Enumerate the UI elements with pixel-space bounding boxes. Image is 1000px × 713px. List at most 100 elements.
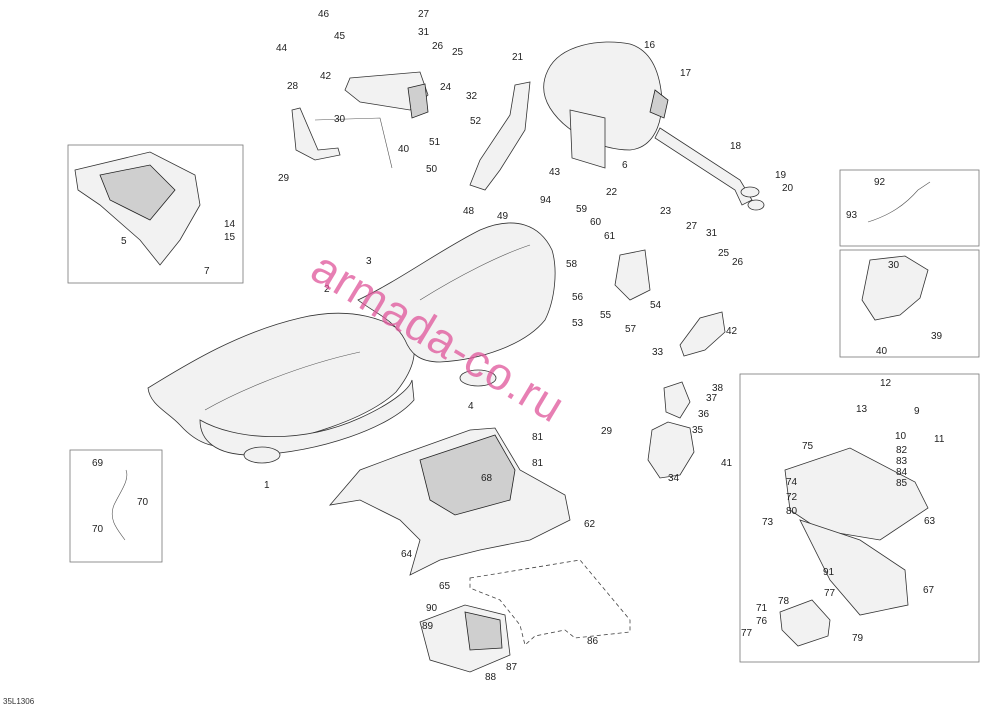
callout-51: 51 (429, 137, 441, 148)
callout-70b: 70 (92, 524, 104, 535)
inset-box-backrest-bracket (839, 249, 980, 358)
seat-latch (647, 311, 726, 479)
callout-88: 88 (485, 672, 497, 683)
callout-93: 93 (846, 210, 858, 221)
callout-25b: 25 (718, 248, 730, 259)
callout-15: 15 (224, 232, 236, 243)
callout-27: 27 (418, 9, 430, 20)
callout-84: 84 (896, 467, 908, 478)
callout-79: 79 (852, 633, 864, 644)
callout-19: 19 (775, 170, 787, 181)
callout-86: 86 (587, 636, 599, 647)
callout-13: 13 (856, 404, 868, 415)
callout-29: 29 (278, 173, 290, 184)
latch-plate (614, 249, 651, 301)
callout-94: 94 (540, 195, 552, 206)
callout-39: 39 (931, 331, 943, 342)
callout-89: 89 (422, 621, 434, 632)
diagram-code: 35L1306 (3, 697, 35, 706)
callout-45: 45 (334, 31, 346, 42)
storage-tray (419, 604, 511, 673)
callout-77: 77 (824, 588, 836, 599)
callout-40: 40 (398, 144, 410, 155)
callout-9: 9 (914, 406, 920, 417)
callout-49: 49 (497, 211, 509, 222)
callout-64: 64 (401, 549, 413, 560)
callout-28: 28 (287, 81, 299, 92)
spacer (747, 199, 765, 211)
washer (740, 186, 760, 198)
callout-75: 75 (802, 441, 814, 452)
backrest-frame (861, 255, 929, 321)
callout-90: 90 (426, 603, 438, 614)
callout-33: 33 (652, 347, 664, 358)
callout-58: 58 (566, 259, 578, 270)
callout-69: 69 (92, 458, 104, 469)
callout-41: 41 (721, 458, 733, 469)
callout-26: 26 (432, 41, 444, 52)
callout-25: 25 (452, 47, 464, 58)
callout-61: 61 (604, 231, 616, 242)
callout-43: 43 (549, 167, 561, 178)
callout-73: 73 (762, 517, 774, 528)
callout-29b: 29 (601, 426, 613, 437)
callout-3: 3 (366, 256, 372, 267)
inset-box-wire (69, 449, 163, 563)
callout-1: 1 (264, 480, 270, 491)
callout-21: 21 (512, 52, 524, 63)
callout-81: 81 (532, 432, 544, 443)
callout-71: 71 (756, 603, 768, 614)
callout-42: 42 (320, 71, 332, 82)
callout-81b: 81 (532, 458, 544, 469)
backrest-post (654, 127, 753, 206)
inset-box-harness (839, 169, 980, 247)
callout-72: 72 (786, 492, 798, 503)
callout-74: 74 (786, 477, 798, 488)
callout-11: 11 (934, 434, 945, 445)
wire-cable (111, 469, 128, 541)
callout-70: 70 (137, 497, 149, 508)
callout-27b: 27 (686, 221, 698, 232)
callout-30: 30 (334, 114, 346, 125)
callout-50: 50 (426, 164, 438, 175)
callout-31: 31 (418, 27, 430, 38)
callout-35: 35 (692, 425, 704, 436)
callout-46: 46 (318, 9, 330, 20)
callout-55: 55 (600, 310, 612, 321)
callout-78: 78 (778, 596, 790, 607)
callout-92: 92 (874, 177, 886, 188)
inset-box-seat-base (67, 144, 244, 284)
callout-60: 60 (590, 217, 602, 228)
callout-40b: 40 (876, 346, 888, 357)
callout-57: 57 (625, 324, 637, 335)
rear-rack (779, 447, 929, 647)
backrest-bracket (469, 81, 531, 191)
rear-storage-tub (328, 427, 571, 576)
callout-63: 63 (924, 516, 936, 527)
backrest-pad (543, 41, 669, 169)
callout-52: 52 (470, 116, 482, 127)
callout-42b: 42 (726, 326, 738, 337)
callout-31b: 31 (706, 228, 718, 239)
callout-14: 14 (224, 219, 236, 230)
seat-base-frame (74, 151, 201, 266)
callout-17: 17 (680, 68, 692, 79)
callout-30b: 30 (888, 260, 900, 271)
callout-48: 48 (463, 206, 475, 217)
callout-83: 83 (896, 456, 908, 467)
storage-mat (469, 559, 631, 646)
callout-32: 32 (466, 91, 478, 102)
callout-59: 59 (576, 204, 588, 215)
callout-87: 87 (506, 662, 518, 673)
callout-18: 18 (730, 141, 742, 152)
inset-box-rack (739, 373, 980, 663)
callout-23: 23 (660, 206, 672, 217)
callout-36: 36 (698, 409, 710, 420)
callout-16: 16 (644, 40, 656, 51)
callout-12: 12 (880, 378, 892, 389)
harness-cable (867, 181, 931, 223)
callout-22: 22 (606, 187, 618, 198)
callout-91: 91 (823, 567, 835, 578)
